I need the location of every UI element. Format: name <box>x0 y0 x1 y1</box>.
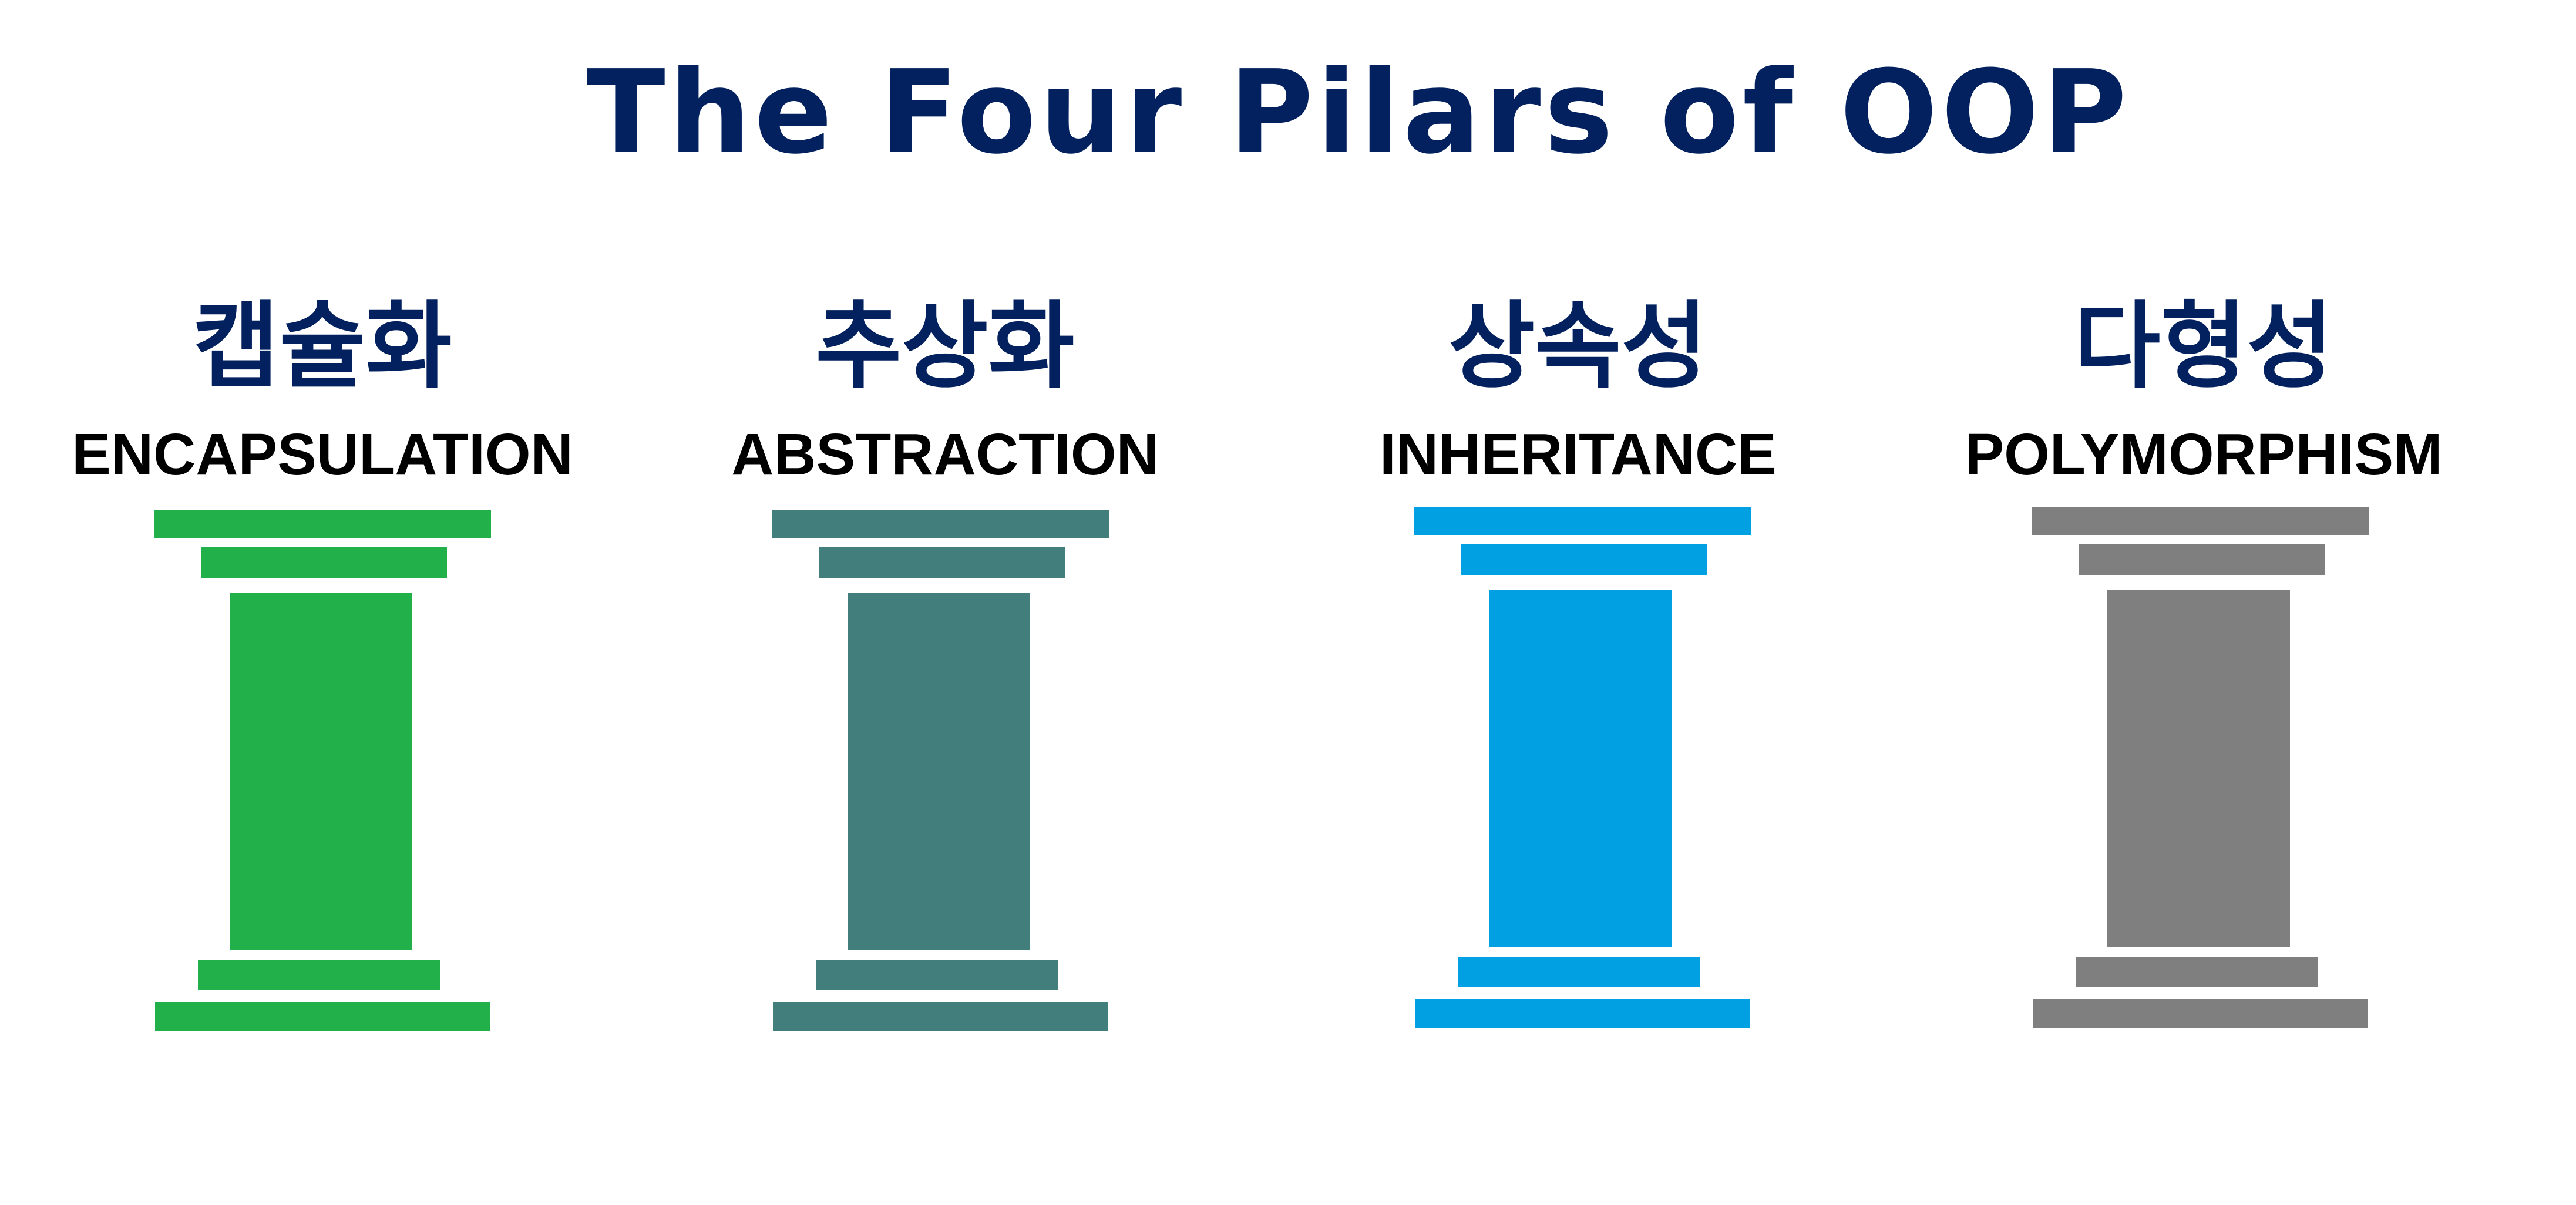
pillar-column-inheritance: 상속성 INHERITANCE <box>1314 0 1842 1205</box>
pillar-bottom-slab <box>155 1002 490 1031</box>
pillar-shaft <box>848 593 1030 950</box>
pillar-bottom-slab <box>2033 999 2368 1028</box>
pillar-top-slab <box>772 510 1109 538</box>
pillar-top-slab <box>1414 507 1751 535</box>
pillar-lower-base <box>816 960 1058 990</box>
pillar-capital <box>1461 544 1707 575</box>
pillar-lower-base <box>1458 957 1700 987</box>
english-heading: POLYMORPHISM <box>1965 422 2443 487</box>
pillar-bottom-slab <box>1415 999 1750 1028</box>
pillar-capital <box>201 547 447 578</box>
pillar-bottom-slab <box>773 1002 1108 1031</box>
pillar-lower-base <box>198 960 440 990</box>
pillar-column-encapsulation: 캡슐화 ENCAPSULATION <box>58 0 587 1205</box>
pillar-column-polymorphism: 다형성 POLYMORPHISM <box>1939 0 2468 1205</box>
pillar-icon <box>2032 507 2369 1029</box>
page-title: The Four Pilars of OOP <box>587 46 2131 180</box>
pillar-shaft <box>1489 590 1672 947</box>
pillar-icon <box>772 510 1109 1032</box>
korean-heading: 추상화 <box>815 291 1075 401</box>
korean-heading: 캡슐화 <box>193 291 452 401</box>
pillar-icon <box>154 510 491 1032</box>
pillar-icon <box>1414 507 1751 1029</box>
pillar-capital <box>819 547 1065 578</box>
english-heading: ENCAPSULATION <box>72 422 573 487</box>
pillar-shaft <box>230 593 412 950</box>
pillar-lower-base <box>2076 957 2318 987</box>
english-heading: INHERITANCE <box>1380 422 1777 487</box>
pillar-top-slab <box>154 510 491 538</box>
english-heading: ABSTRACTION <box>731 422 1159 487</box>
pillar-capital <box>2079 544 2325 575</box>
pillar-shaft <box>2107 590 2290 947</box>
pillar-column-abstraction: 추상화 ABSTRACTION <box>681 0 1209 1205</box>
pillar-top-slab <box>2032 507 2369 535</box>
korean-heading: 다형성 <box>2074 291 2333 401</box>
korean-heading: 상속성 <box>1448 291 1708 401</box>
